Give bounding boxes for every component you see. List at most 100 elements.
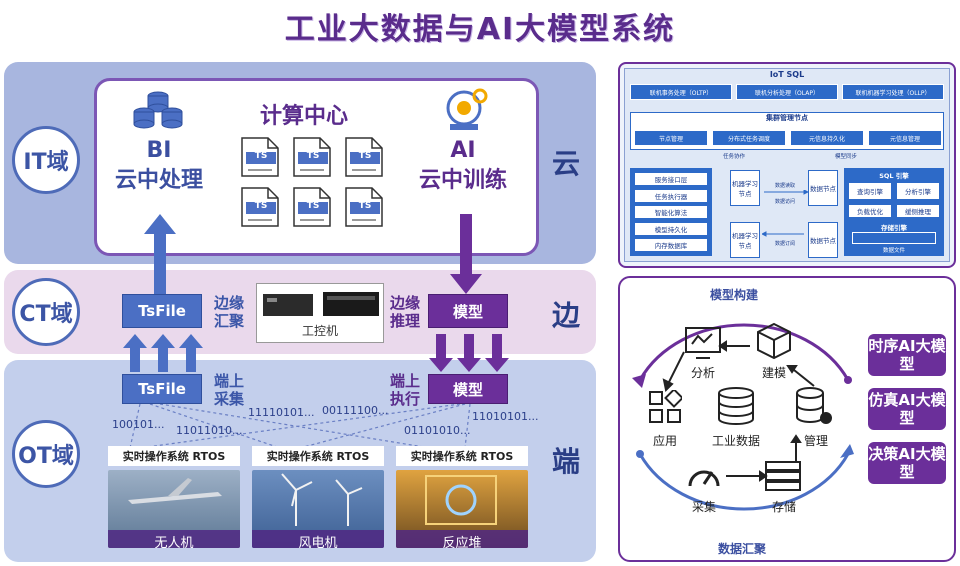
pill-timeseries-ai: 时序AI大模型	[868, 334, 946, 376]
flow-arrows	[662, 340, 815, 482]
reactor-photo: 反应堆	[396, 470, 528, 548]
cluster-title: 集群管理节点	[766, 114, 808, 122]
cluster-bar-1: 节点管理	[634, 130, 708, 146]
left-service-item: 智能化算法	[634, 205, 708, 219]
ipc-label: 工控机	[301, 324, 338, 338]
cycle-arcs	[632, 323, 854, 511]
ml-node-1: 机器学习节点	[730, 170, 760, 206]
sql-load-opt: 负载优化	[848, 204, 892, 218]
industrial-data-icon	[718, 387, 754, 425]
ts-file-icon: TS	[240, 136, 280, 178]
edge-inf-line1: 边缘	[390, 294, 421, 312]
rtos-label-1: 实时操作系统 RTOS	[108, 446, 240, 466]
data-gather-caption: 数据汇聚	[718, 542, 767, 556]
device-collect-label: 端上 采集	[214, 372, 244, 408]
down-arrow-to-edge	[450, 214, 482, 294]
rtos-label-3: 实时操作系统 RTOS	[396, 446, 528, 466]
sql-query-engine: 查询引擎	[848, 182, 892, 200]
left-service-item: 任务执行器	[634, 188, 708, 203]
domain-ct: CT域	[12, 278, 80, 346]
compute-center-title: 计算中心	[260, 104, 349, 129]
wind-turbine-icon	[281, 473, 363, 526]
page-title: 工业大数据与AI大模型系统	[284, 12, 676, 47]
edge-aggregation-label: 边缘 汇聚	[214, 294, 244, 330]
data-node-1: 数据节点	[808, 170, 838, 206]
ts-file-label: TS	[358, 201, 372, 211]
ts-file-icon: TS	[344, 186, 384, 228]
rtos-label-2: 实时操作系统 RTOS	[252, 446, 384, 466]
model-sync-label: 模型同步	[834, 154, 857, 160]
ts-file-label: TS	[306, 201, 320, 211]
ts-file-icon: TS	[240, 186, 280, 228]
modeling-cube-icon	[757, 322, 791, 360]
collect-line2: 采集	[214, 390, 245, 408]
file-icon	[293, 137, 331, 177]
industrial-pc-icon	[263, 292, 379, 316]
bi-line1: BI	[146, 138, 172, 163]
device-exec-label: 端上 执行	[390, 372, 420, 408]
left-service-item: 内存数据库	[634, 238, 708, 252]
node-storage: 存储	[771, 500, 796, 514]
edge-agg-line2: 汇聚	[214, 312, 245, 330]
drone-photo: 无人机	[108, 470, 240, 548]
bits-6: 11010101...	[472, 410, 539, 423]
iot-sql-title: IoT SQL	[769, 70, 805, 79]
exec-line2: 执行	[390, 390, 421, 408]
left-service-item: 服务接口层	[634, 172, 708, 186]
oltp-bar: 联机事务处理（OLTP）	[630, 84, 732, 100]
ts-file-label: TS	[306, 151, 320, 161]
edge-inference-label: 边缘 推理	[390, 294, 420, 330]
triple-down-arrows	[429, 334, 509, 372]
bits-3: 11110101...	[248, 406, 315, 419]
drone-icon	[128, 478, 222, 504]
edge-inf-line2: 推理	[390, 312, 421, 330]
cluster-bar-4: 元信息管理	[868, 130, 942, 146]
analysis-icon	[685, 327, 721, 359]
photo-caption-reactor: 反应堆	[396, 530, 528, 548]
sql-analysis-engine: 分析引擎	[896, 182, 940, 200]
data-flow-lines	[129, 404, 471, 449]
model-build-caption: 模型构建	[710, 288, 759, 302]
ts-file-icon: TS	[292, 136, 332, 178]
node-analysis: 分析	[690, 366, 715, 380]
management-db-gear-icon	[796, 387, 832, 424]
file-icon	[345, 187, 383, 227]
cluster-bar-2: 分布式任务调度	[712, 130, 786, 146]
edge-agg-line1: 边缘	[214, 294, 245, 312]
cluster-bar-3: 元信息持久化	[790, 130, 864, 146]
sql-cache-infer: 缓侧推理	[896, 204, 940, 218]
collect-line1: 端上	[214, 372, 245, 390]
olap-bar: 联机分析处理（OLAP）	[736, 84, 838, 100]
ts-file-icon: TS	[344, 136, 384, 178]
ml-node-2: 机器学习节点	[730, 222, 760, 258]
wind-turbine-photo: 风电机	[252, 470, 384, 548]
bi-line2: 云中处理	[114, 168, 203, 193]
ai-brain-gear-icon	[446, 88, 488, 130]
file-icon	[241, 137, 279, 177]
triple-up-arrows	[123, 334, 203, 372]
ts-file-icon: TS	[292, 186, 332, 228]
arrow-label-1: 数据读取	[774, 183, 795, 189]
application-grid-icon	[649, 390, 682, 423]
bits-1: 100101...	[112, 418, 165, 431]
file-icon	[241, 187, 279, 227]
up-arrow-to-cloud	[144, 214, 176, 294]
arrow-label-2: 数据访问	[774, 199, 795, 205]
domain-ot: OT域	[12, 420, 80, 488]
photo-caption-drone: 无人机	[108, 530, 240, 548]
bits-4: 00111100...	[322, 404, 389, 417]
pill-simulation-ai: 仿真AI大模型	[868, 388, 946, 430]
data-node-2: 数据节点	[808, 222, 838, 258]
node-application: 应用	[652, 434, 677, 448]
ai-line2: 云中训练	[418, 168, 507, 193]
bits-2: 11011010...	[176, 424, 243, 437]
ts-file-label: TS	[254, 201, 268, 211]
task-collab-label: 任务协作	[722, 154, 745, 160]
node-industrial-data: 工业数据	[711, 434, 760, 448]
storage-engine-title: 存储引擎	[881, 224, 907, 232]
node-management: 管理	[803, 434, 828, 448]
device-model-box: 模型	[428, 374, 508, 404]
exec-line1: 端上	[390, 372, 421, 390]
layer-cloud: 云	[552, 147, 581, 180]
